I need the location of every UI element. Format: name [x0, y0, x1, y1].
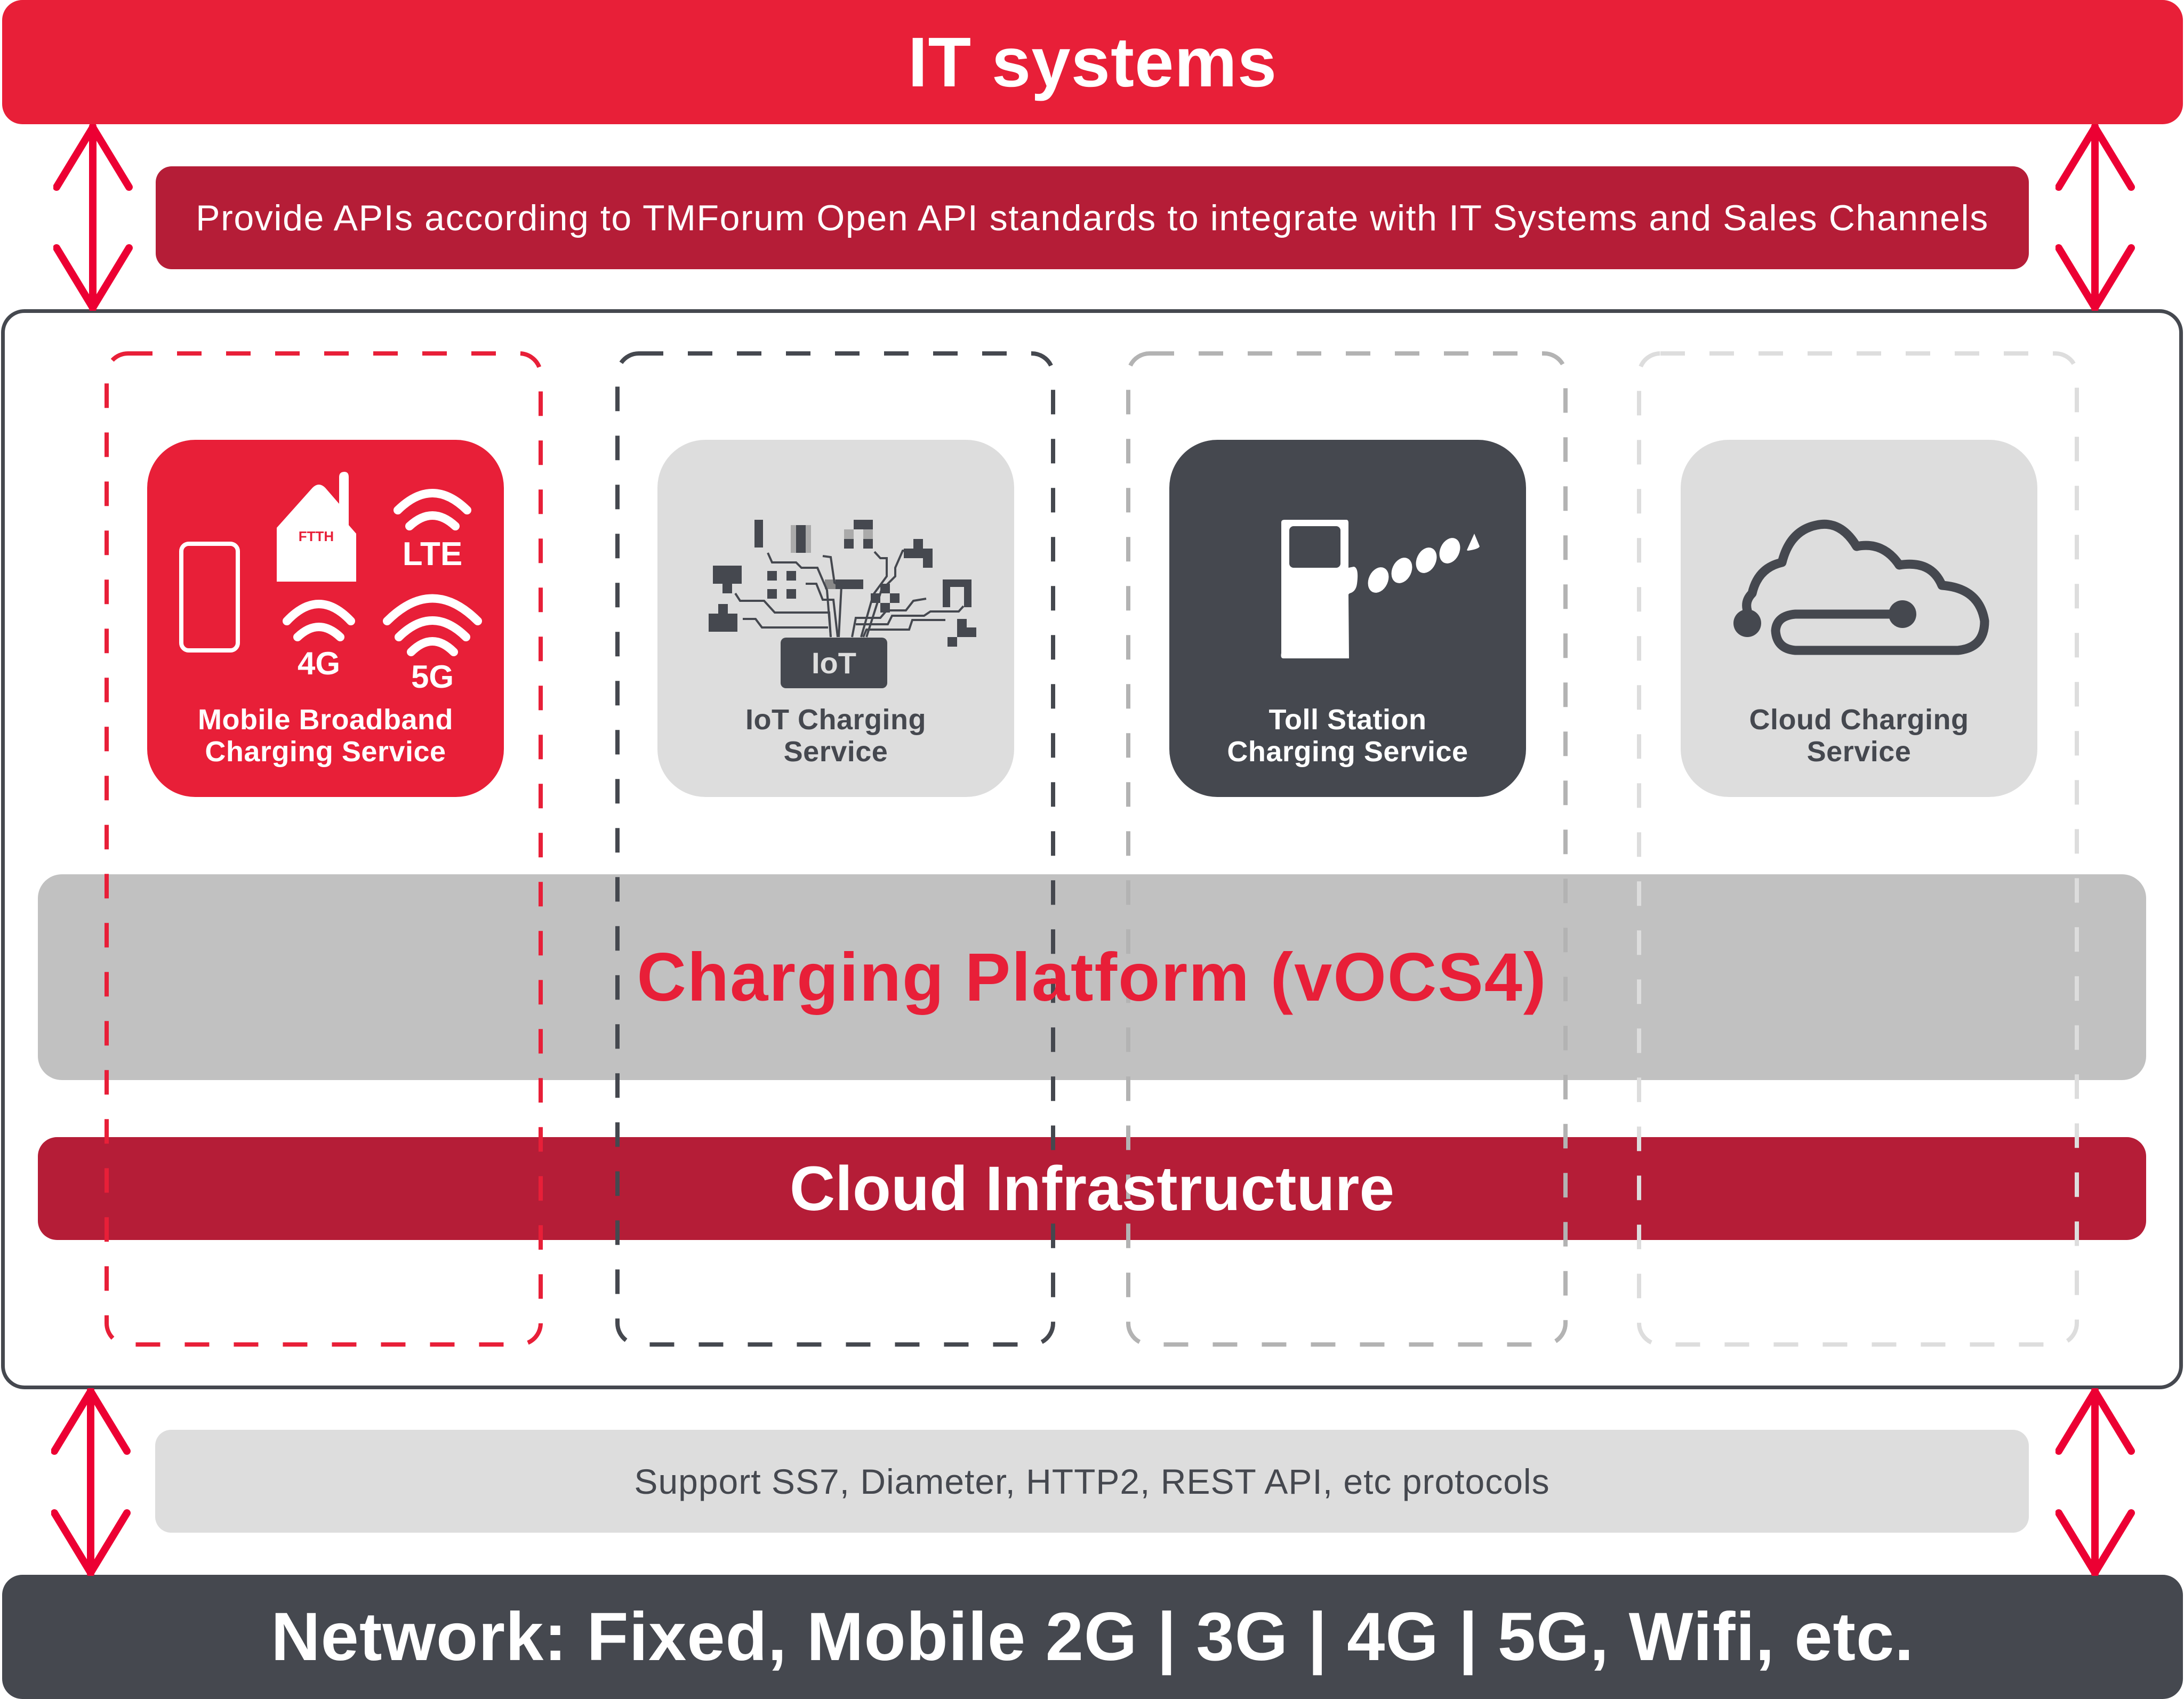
service-tile-mobile-broadband[interactable]: FTTH LTE 4G 5G Mobile Broadband Charging… [147, 440, 504, 797]
4g-signal-icon [283, 600, 355, 641]
4g-text: 4G [298, 646, 340, 681]
5g-text: 5G [411, 659, 454, 695]
iot-chip-icon: IoT [709, 520, 976, 688]
service-label: IoT Charging Service [745, 704, 926, 768]
network-bar: Network: Fixed, Mobile 2G | 3G | 4G | 5G… [2, 1575, 2183, 1699]
protocols-bar: Support SS7, Diameter, HTTP2, REST API, … [155, 1430, 2029, 1533]
house-icon [277, 472, 356, 582]
iot-chip-text: IoT [812, 646, 856, 680]
5g-signal-icon [383, 594, 482, 656]
bidirectional-arrow-top-left [53, 124, 133, 311]
cloud-infrastructure-label: Cloud Infrastructure [789, 1153, 1395, 1224]
api-standards-text: Provide APIs according to TMForum Open A… [196, 197, 1989, 238]
charging-platform-title: Charging Platform (vOCS4) [637, 939, 1547, 1016]
lte-signal-icon [394, 489, 471, 530]
bidirectional-arrow-top-right [2055, 124, 2135, 311]
cloud-infrastructure-bar: Cloud Infrastructure [38, 1137, 2146, 1240]
service-tile-toll-station[interactable]: Toll Station Charging Service [1169, 440, 1526, 797]
mobile-broadband-icon: FTTH LTE 4G 5G [179, 472, 482, 695]
ftth-text: FTTH [299, 528, 334, 544]
bidirectional-arrow-bottom-right [2055, 1388, 2135, 1576]
service-label: Cloud Charging Service [1749, 704, 1969, 768]
protocols-text: Support SS7, Diameter, HTTP2, REST API, … [634, 1461, 1550, 1501]
service-tile-iot[interactable]: IoT IoT Charging Service [657, 440, 1014, 797]
toll-barrier-icon [1281, 520, 1480, 658]
cloud-icon [1733, 519, 1989, 655]
network-text: Network: Fixed, Mobile 2G | 3G | 4G | 5G… [271, 1599, 1914, 1675]
api-standards-bar: Provide APIs according to TMForum Open A… [156, 166, 2029, 269]
service-label: Mobile Broadband Charging Service [198, 704, 453, 768]
bidirectional-arrow-bottom-left [51, 1388, 131, 1576]
phone-icon [179, 542, 240, 653]
service-label: Toll Station Charging Service [1227, 704, 1468, 768]
charging-platform-title-wrap: Charging Platform (vOCS4) [38, 874, 2146, 1080]
service-tile-cloud[interactable]: Cloud Charging Service [1681, 440, 2037, 797]
it-systems-bar: IT systems [2, 0, 2183, 124]
barrier-arm-icon [1368, 534, 1480, 593]
it-systems-title: IT systems [908, 23, 1278, 101]
lte-text: LTE [403, 536, 463, 573]
